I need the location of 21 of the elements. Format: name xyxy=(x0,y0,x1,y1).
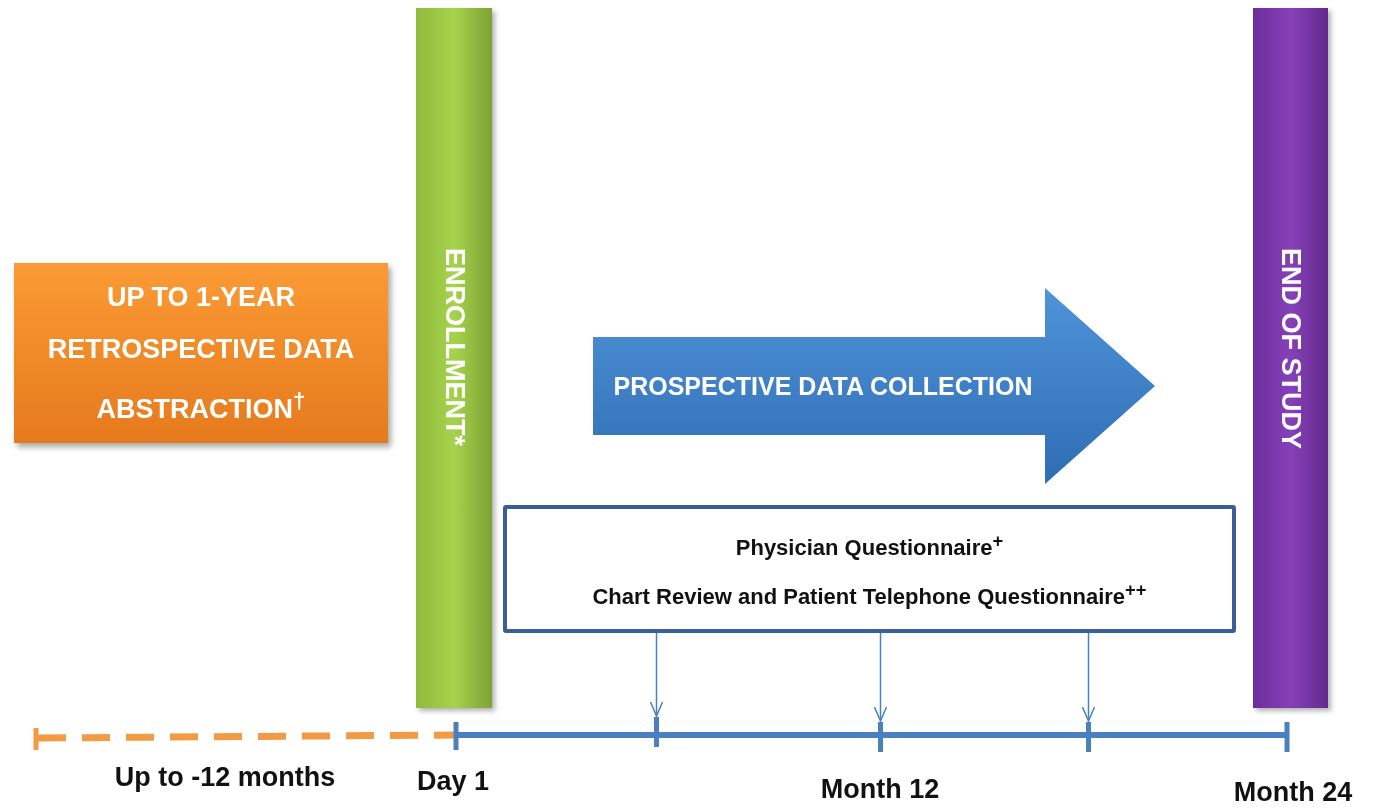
process-box xyxy=(14,263,388,443)
bar-label: ENROLLMENT* xyxy=(438,248,470,446)
arrow xyxy=(873,632,888,722)
axis-label: Month 12 xyxy=(820,774,940,805)
axis-label: Day 1 xyxy=(416,766,490,797)
box-label: UP TO 1-YEAR RETROSPECTIVE DATA ABSTRACTION$^{†}$ xyxy=(46,281,356,426)
arrow xyxy=(649,632,664,717)
milestone-bar xyxy=(1253,8,1328,708)
process-arrow xyxy=(593,288,1155,484)
arrow-label: PROSPECTIVE DATA COLLECTION xyxy=(613,371,1033,401)
box-text: Chart Review and Patient Telephone Questionnaire$^{++}$ xyxy=(592,579,1147,609)
arrow xyxy=(1081,632,1096,722)
axis-label: Month 24 xyxy=(1233,777,1353,808)
milestone-bar xyxy=(416,8,492,708)
tick-mark xyxy=(1086,722,1091,752)
box-text: Physician Questionnaire$^{+}$ xyxy=(735,529,1004,559)
activity-box xyxy=(503,505,1236,633)
tick-mark xyxy=(654,717,659,747)
bar-label: END OF STUDY xyxy=(1275,248,1306,449)
tick-mark xyxy=(878,722,883,752)
axis-label: Up to -12 months xyxy=(114,762,336,793)
